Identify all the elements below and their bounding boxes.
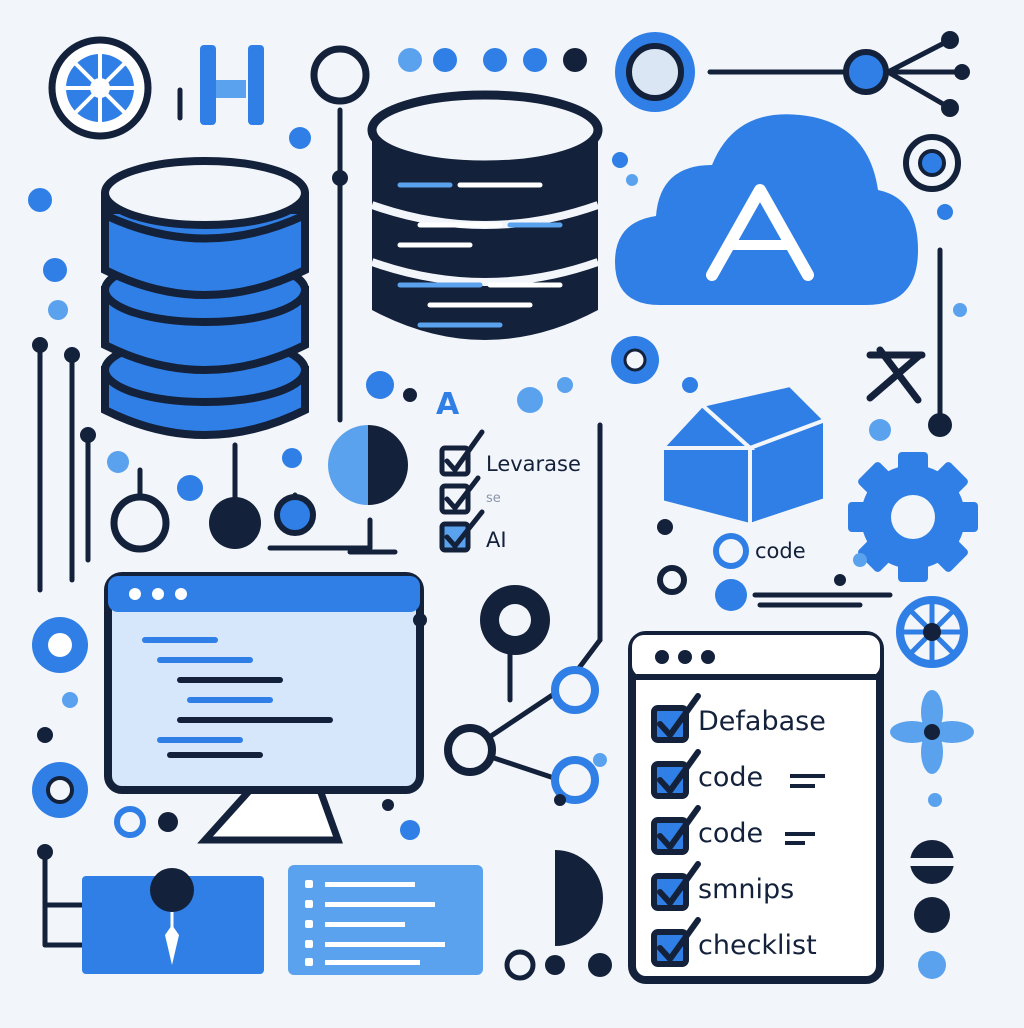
wheel-icon [896, 596, 968, 668]
checklist-window [628, 631, 884, 984]
decorative-dots [28, 45, 967, 981]
checklist-item-5: checklist [698, 930, 817, 961]
bar-icon [200, 45, 264, 125]
target-icon [48, 36, 152, 140]
mid-list-item-1: Levarase [486, 452, 581, 476]
node-network-icon [444, 585, 599, 804]
right-column-dots [910, 840, 954, 979]
database-stack-icon [101, 157, 309, 439]
checklist-item-3: code [698, 818, 764, 849]
half-circle-icon [328, 425, 603, 946]
hub-node-icon [615, 31, 970, 117]
checklist-item-4: smnips [698, 874, 795, 905]
mid-list-letter: A [436, 387, 460, 422]
list-panel-icon [288, 865, 483, 975]
person-icon [82, 868, 264, 974]
checklist-dashes [785, 774, 825, 845]
code-lines [397, 182, 563, 328]
cube-icon [657, 382, 829, 528]
code-database-icon [367, 90, 603, 340]
monitor-code-icon [104, 572, 424, 844]
checklist-item-2: code [698, 762, 764, 793]
mid-list-item-3: AI [486, 528, 507, 552]
cloud-a-icon [615, 114, 918, 305]
flower-icon [890, 690, 974, 774]
gear-icon [848, 452, 978, 582]
mid-list-item-2: se [486, 491, 501, 506]
ring-icon [903, 134, 961, 192]
checklist-checkboxes [651, 693, 701, 967]
triangle-symbol-icon [866, 346, 926, 404]
mid-checkboxes [439, 429, 485, 553]
code-tag-label: code [755, 539, 806, 563]
checklist-item-1: Defabase [698, 706, 826, 737]
